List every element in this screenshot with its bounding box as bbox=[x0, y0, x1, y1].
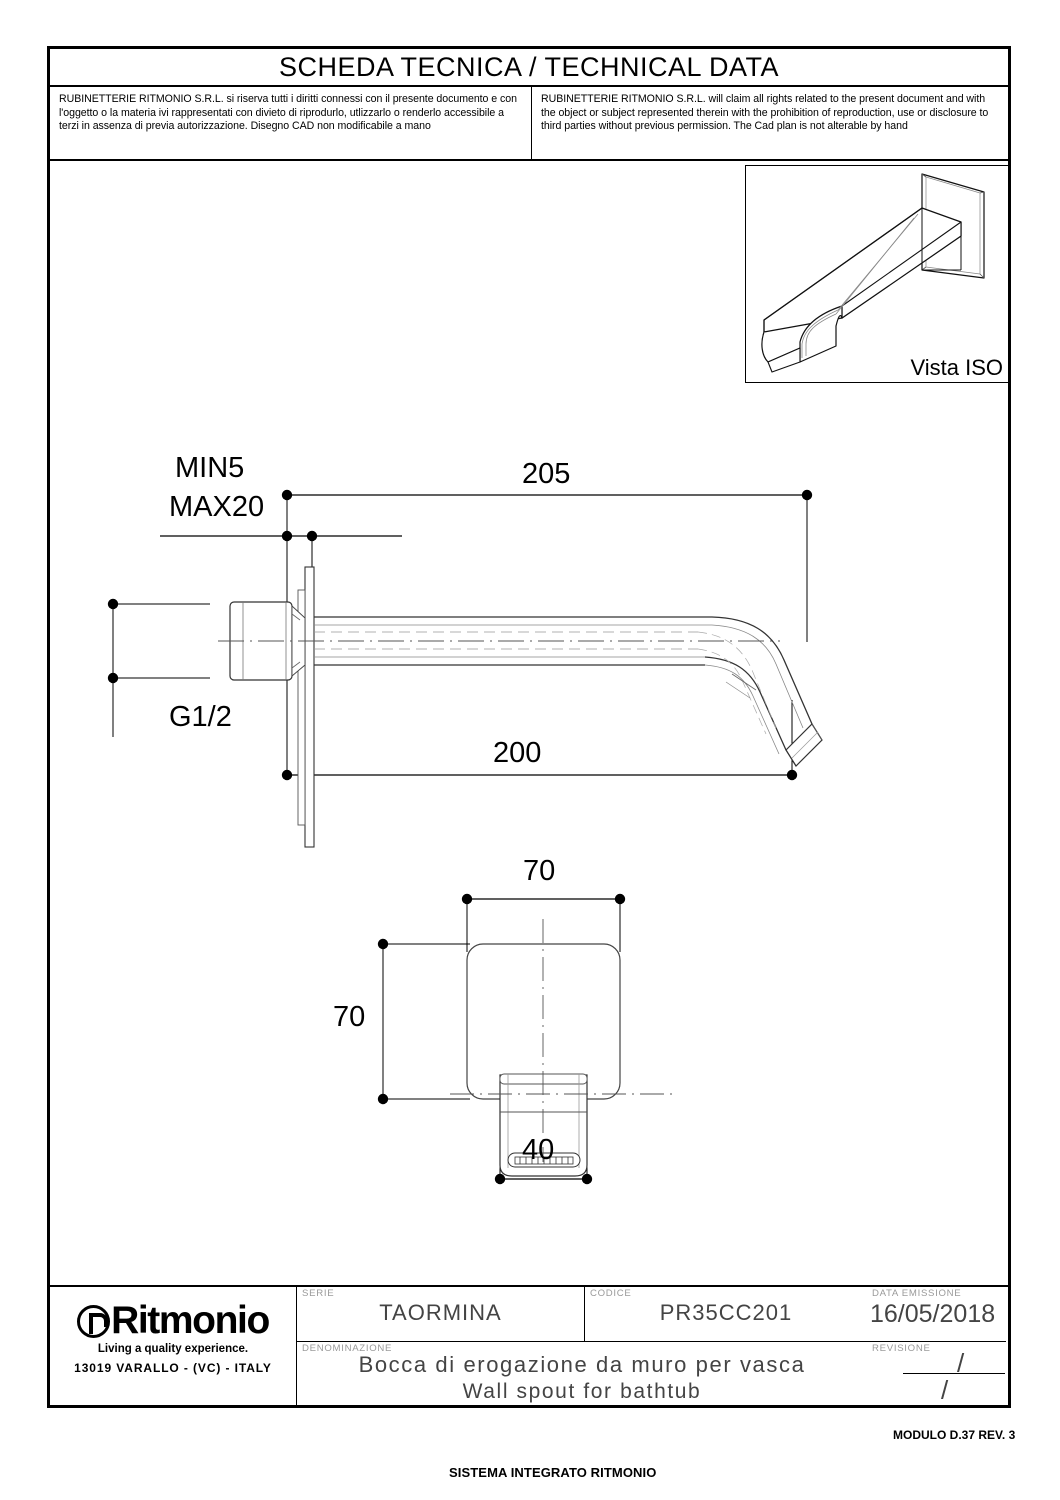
field-codice-value: PR35CC201 bbox=[659, 1300, 793, 1325]
field-data-emissione: DATA EMISSIONE 16/05/2018 bbox=[867, 1287, 1006, 1342]
field-denominazione-italian: Bocca di erogazione da muro per vasca bbox=[358, 1352, 806, 1377]
iso-view-drawing bbox=[761, 173, 985, 373]
field-revisione-divider bbox=[903, 1373, 1005, 1374]
page-title: SCHEDA TECNICA / TECHNICAL DATA bbox=[278, 51, 780, 82]
iso-view-label: Vista ISO bbox=[910, 355, 1003, 380]
dim-label-200: 200 bbox=[493, 737, 542, 769]
drawing-area: MIN5 MAX20 205 200 G1/2 70 70 40 bbox=[50, 162, 1008, 1280]
sheet-border bbox=[47, 46, 1011, 1408]
iso-view-panel: Vista ISO bbox=[745, 165, 1010, 383]
field-revisione-label: REVISIONE bbox=[872, 1343, 931, 1354]
dim-label-max20: MAX20 bbox=[169, 491, 265, 523]
title-block: Ritmonio Living a quality experience. 13… bbox=[50, 1285, 1008, 1405]
field-serie-value: TAORMINA bbox=[379, 1300, 502, 1325]
drawing-svg bbox=[107, 489, 823, 1185]
title-block-middle: SERIE TAORMINA CODICE PR35CC201 DENOMINA… bbox=[297, 1287, 867, 1405]
field-serie-label: SERIE bbox=[302, 1288, 335, 1299]
dim-label-205: 205 bbox=[522, 458, 571, 490]
brand-name: Ritmonio bbox=[111, 1299, 270, 1342]
dim-label-70-height: 70 bbox=[333, 1001, 366, 1033]
dim-label-g12: G1/2 bbox=[169, 701, 232, 733]
dim-label-min5: MIN5 bbox=[175, 452, 245, 484]
field-codice-label: CODICE bbox=[590, 1288, 632, 1299]
sheet-title-banner: SCHEDA TECNICA / TECHNICAL DATA bbox=[50, 49, 1008, 87]
title-block-logo-cell: Ritmonio Living a quality experience. 13… bbox=[50, 1287, 297, 1405]
title-block-right: DATA EMISSIONE 16/05/2018 REVISIONE / / bbox=[867, 1287, 1006, 1405]
field-data-label: DATA EMISSIONE bbox=[872, 1288, 962, 1299]
field-serie: SERIE TAORMINA bbox=[297, 1287, 585, 1341]
footer-module-ref: MODULO D.37 REV. 3 bbox=[893, 1428, 1016, 1442]
dim-label-40: 40 bbox=[522, 1134, 555, 1166]
field-denominazione-label: DENOMINAZIONE bbox=[302, 1343, 393, 1354]
legal-notice-english: RUBINETTERIE RITMONIO S.R.L. will claim … bbox=[541, 93, 989, 133]
field-denominazione-english: Wall spout for bathtub bbox=[462, 1380, 702, 1403]
brand-address: 13019 VARALLO - (VC) - ITALY bbox=[74, 1361, 272, 1375]
legal-notice-italian: RUBINETTERIE RITMONIO S.R.L. si riserva … bbox=[50, 87, 532, 159]
legal-notice-row: RUBINETTERIE RITMONIO S.R.L. si riserva … bbox=[50, 87, 1008, 161]
field-revisione-value-bottom: / bbox=[941, 1375, 949, 1405]
footer-system-label: SISTEMA INTEGRATO RITMONIO bbox=[449, 1465, 657, 1480]
field-revisione: REVISIONE / / bbox=[867, 1342, 1006, 1405]
ritmonio-monogram-icon bbox=[77, 1305, 111, 1338]
ritmonio-logo: Ritmonio bbox=[77, 1299, 270, 1342]
field-data-value: 16/05/2018 bbox=[870, 1300, 996, 1328]
field-revisione-value-top: / bbox=[957, 1348, 965, 1378]
field-denominazione: DENOMINAZIONE Bocca di erogazione da mur… bbox=[297, 1342, 867, 1405]
front-view-geometry bbox=[377, 893, 675, 1185]
dim-label-70-width: 70 bbox=[523, 855, 556, 887]
side-view-geometry bbox=[107, 489, 823, 848]
brand-tagline: Living a quality experience. bbox=[97, 1343, 249, 1355]
field-codice: CODICE PR35CC201 bbox=[585, 1287, 867, 1341]
